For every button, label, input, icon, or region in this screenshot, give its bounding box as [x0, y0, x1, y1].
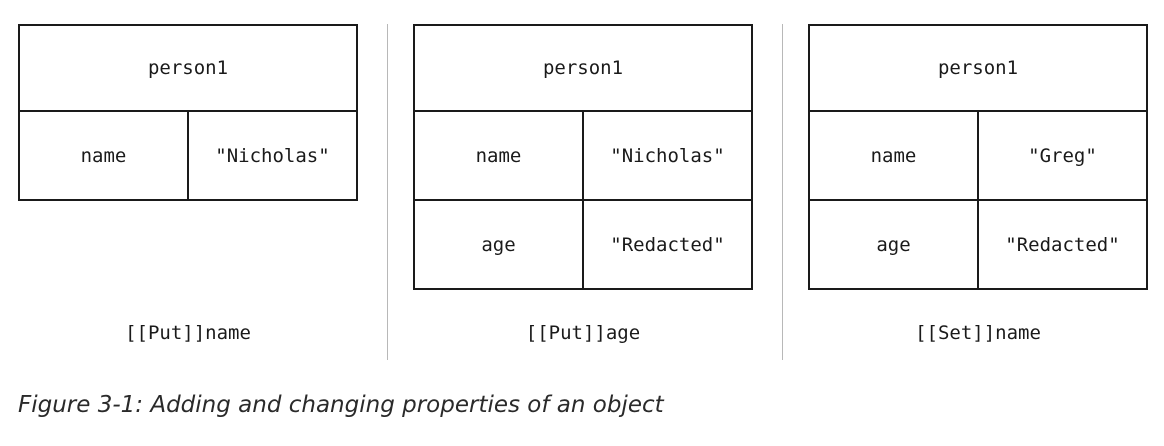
operation-label: [[Put]]name	[125, 322, 251, 344]
property-value: "Nicholas"	[582, 110, 753, 201]
property-row: age "Redacted"	[808, 199, 1148, 290]
property-row: name "Nicholas"	[18, 110, 358, 201]
property-value: "Redacted"	[977, 199, 1148, 290]
property-key: name	[18, 110, 189, 201]
property-value: "Greg"	[977, 110, 1148, 201]
figure-caption: Figure 3-1: Adding and changing properti…	[18, 392, 664, 418]
object-table: person1 name "Greg" age "Redacted"	[808, 24, 1148, 290]
operation-label: [[Set]]name	[915, 322, 1041, 344]
property-row: name "Greg"	[808, 110, 1148, 201]
object-title: person1	[808, 24, 1148, 112]
property-row: name "Nicholas"	[413, 110, 753, 201]
panel-divider	[387, 24, 388, 360]
property-value: "Nicholas"	[187, 110, 358, 201]
property-key: age	[808, 199, 979, 290]
object-panel-3: person1 name "Greg" age "Redacted"	[808, 24, 1148, 290]
object-table: person1 name "Nicholas" age "Redacted"	[413, 24, 753, 290]
object-title: person1	[413, 24, 753, 112]
property-value: "Redacted"	[582, 199, 753, 290]
panel-divider	[782, 24, 783, 360]
operation-label: [[Put]]age	[525, 322, 641, 344]
object-title: person1	[18, 24, 358, 112]
object-table: person1 name "Nicholas"	[18, 24, 358, 201]
property-row: age "Redacted"	[413, 199, 753, 290]
property-key: age	[413, 199, 584, 290]
property-key: name	[413, 110, 584, 201]
property-key: name	[808, 110, 979, 201]
object-panel-2: person1 name "Nicholas" age "Redacted"	[413, 24, 753, 290]
object-panel-1: person1 name "Nicholas"	[18, 24, 358, 201]
